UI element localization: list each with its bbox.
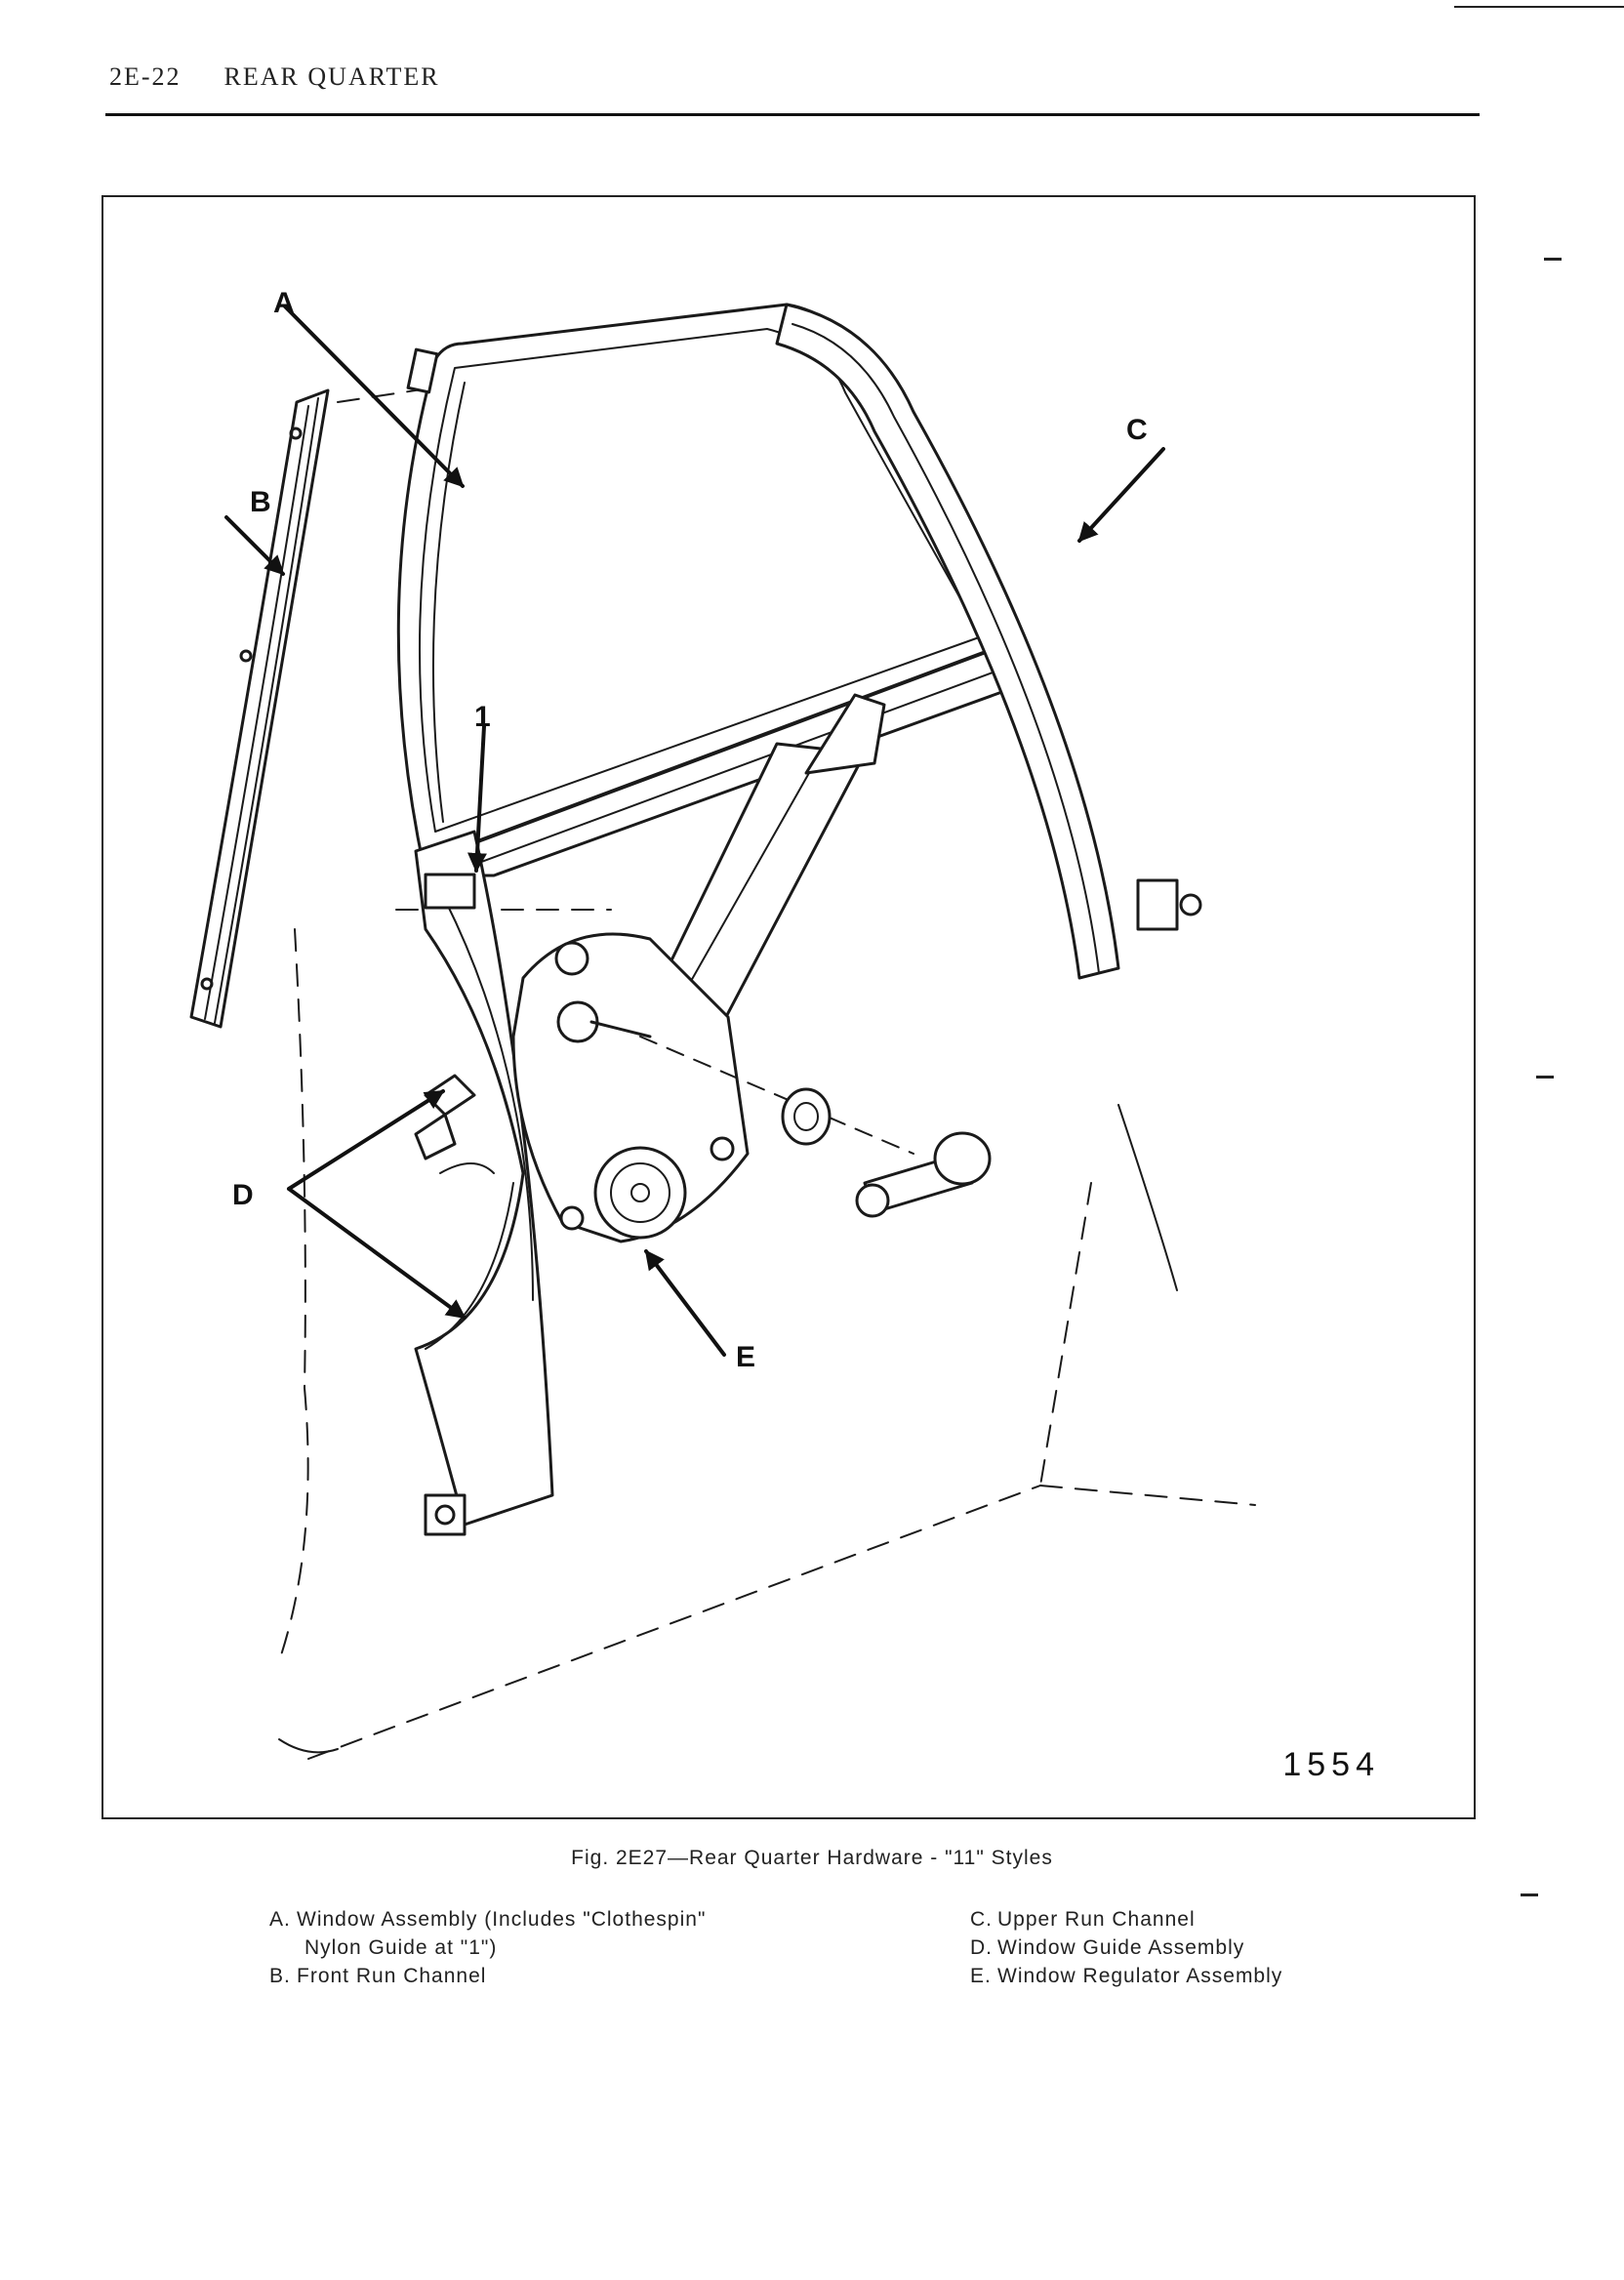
legend-right: C.Upper Run Channel D.Window Guide Assem… <box>970 1905 1282 1990</box>
margin-mark <box>1544 258 1562 261</box>
arrow-c <box>1077 447 1165 543</box>
figure-frame: A B C D E 1 1554 <box>102 195 1476 1819</box>
legend-item-c: C.Upper Run Channel <box>970 1908 1196 1931</box>
arrow-d-lower <box>287 1187 467 1320</box>
legend-item-a-continued: Nylon Guide at "1") <box>304 1936 498 1959</box>
callout-d: D <box>232 1179 254 1211</box>
crank-handle-parts <box>639 1036 992 1218</box>
upper-run-channel <box>775 303 1202 980</box>
legend-item-d: D.Window Guide Assembly <box>970 1936 1245 1959</box>
corner-rule <box>1454 6 1624 8</box>
clothespin-nylon-guide <box>424 873 476 910</box>
arrow-a <box>283 305 465 488</box>
arrow-one <box>467 724 487 873</box>
callout-one: 1 <box>474 701 491 733</box>
window-regulator-assembly <box>511 932 750 1243</box>
section-title: REAR QUARTER <box>223 62 440 91</box>
window-guide-assembly <box>414 830 554 1536</box>
callout-b: B <box>250 486 271 518</box>
arrow-e <box>644 1249 726 1357</box>
legend-item-a: A.Window Assembly (Includes "Clothespin" <box>269 1908 707 1931</box>
callout-a: A <box>273 287 295 319</box>
page-code: 2E-22 <box>109 62 182 91</box>
margin-mark <box>1536 1076 1554 1079</box>
arrow-d-upper <box>287 1089 445 1191</box>
rear-quarter-hardware-illustration <box>189 303 1256 1760</box>
figure-caption: Fig. 2E27—Rear Quarter Hardware - "11" S… <box>571 1847 1053 1869</box>
window-assembly <box>396 303 1023 881</box>
arrow-b <box>224 515 285 576</box>
leader-arrows <box>224 305 1165 1357</box>
header-rule <box>105 113 1480 116</box>
legend-item-e: E.Window Regulator Assembly <box>970 1965 1283 1987</box>
front-run-channel <box>189 388 330 1029</box>
body-sill-line <box>278 1738 339 1754</box>
margin-mark <box>1521 1893 1538 1896</box>
wheel-arch-line <box>1117 1104 1178 1291</box>
legend-item-b: B.Front Run Channel <box>269 1965 487 1987</box>
callout-e: E <box>736 1341 756 1373</box>
figure-number: 1554 <box>1282 1746 1380 1783</box>
callout-c: C <box>1126 414 1148 446</box>
legend-left: A.Window Assembly (Includes "Clothespin"… <box>269 1905 706 1990</box>
page-header: 2E-22 REAR QUARTER <box>109 62 440 92</box>
